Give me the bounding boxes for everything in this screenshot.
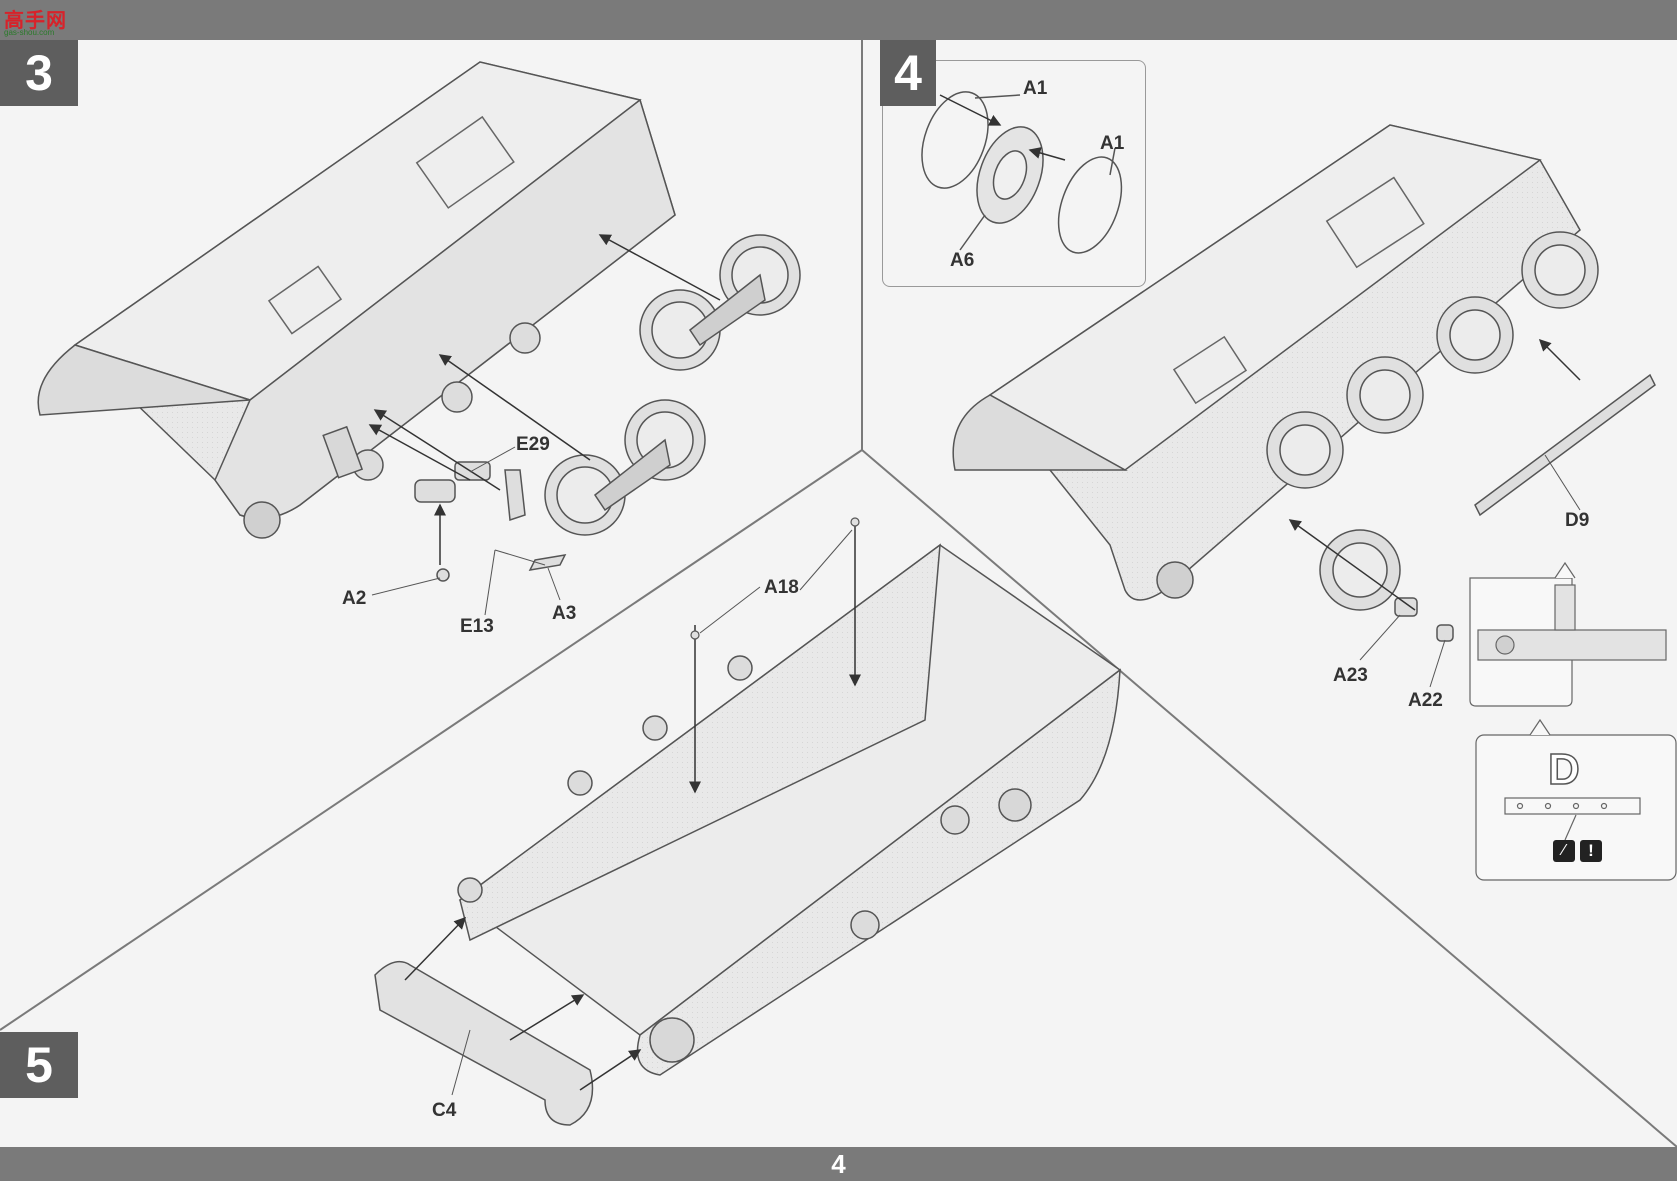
label-e13: E13 <box>460 616 494 637</box>
step4-wheel-detail <box>921 91 1123 254</box>
step3-bogie-front <box>544 399 706 536</box>
label-a2: A2 <box>342 588 367 609</box>
label-a18: A18 <box>764 577 799 598</box>
step4-arrows <box>1288 338 1581 611</box>
step5-hull-tub <box>457 543 1122 1076</box>
label-c4: C4 <box>432 1100 457 1121</box>
step3-leader-lines <box>371 446 561 616</box>
page-number: 4 <box>831 1149 846 1179</box>
bottom-bar <box>0 1147 1677 1181</box>
step4-inset-sprue-d <box>1475 718 1677 881</box>
step5-front-plate <box>374 960 594 1126</box>
label-a23: A23 <box>1333 665 1368 686</box>
step4-wheel-inset-frame <box>882 60 1146 287</box>
caution-icon: ! <box>1580 840 1602 862</box>
label-d9: D9 <box>1565 510 1590 531</box>
step3-arrows <box>368 234 721 565</box>
label-e29: E29 <box>516 434 550 455</box>
step-5-badge: 5 <box>0 1032 78 1098</box>
label-a3: A3 <box>552 603 577 624</box>
step5-leader-lines <box>451 529 853 1096</box>
watermark-url: gas-shou.com <box>4 28 55 37</box>
label-a1-right: A1 <box>1100 133 1125 154</box>
step3-small-parts <box>414 461 567 582</box>
step-dividers <box>0 40 1677 1148</box>
step-3-badge: 3 <box>0 40 78 106</box>
step4-inset-rail <box>1469 561 1667 707</box>
label-a1-top: A1 <box>1023 78 1048 99</box>
step4-leader-lines <box>1359 454 1581 688</box>
top-bar <box>0 0 1677 40</box>
step-4-badge: 4 <box>880 40 936 106</box>
step5-arrows <box>404 525 861 1091</box>
step3-bogie-rear <box>639 234 801 371</box>
watermark-logo: 高手网 gas-shou.com <box>4 4 68 38</box>
glue-icon: ∕ <box>1553 840 1575 862</box>
watermark-text: 高手网 <box>4 10 67 32</box>
step4-hull <box>952 124 1599 601</box>
step5-small-parts <box>690 517 860 640</box>
sprue-letter-d: D <box>1547 744 1580 795</box>
label-a6: A6 <box>950 250 975 271</box>
label-a22: A22 <box>1408 690 1443 711</box>
step3-hull <box>37 61 676 539</box>
